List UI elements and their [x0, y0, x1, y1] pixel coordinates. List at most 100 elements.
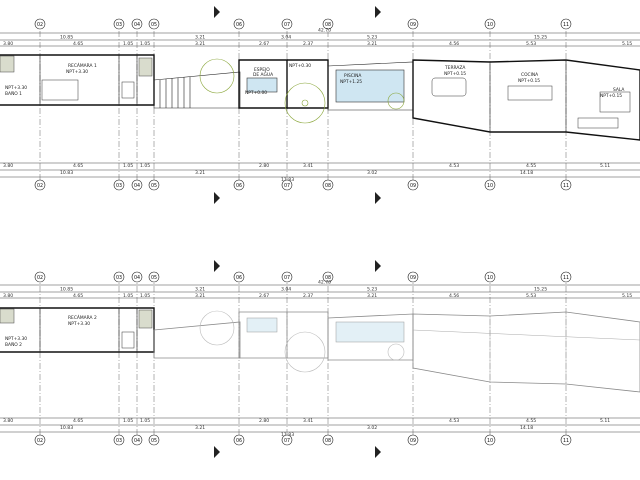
dimension-text: 4.53 — [449, 418, 459, 424]
dimension-text: 3.21 — [195, 287, 205, 293]
dimension-text: 10.85 — [60, 35, 73, 41]
level-label: NPT+0.00 — [245, 90, 267, 96]
dimension-text: 2.37 — [303, 293, 313, 299]
axis-label: 06 — [236, 22, 242, 28]
dining-table — [431, 77, 467, 97]
level-label: NPT+3.30 — [5, 336, 27, 342]
dimension-text: 3.04 — [281, 35, 291, 41]
room-label-bano: BAÑO 1 — [5, 90, 22, 97]
sofa — [577, 117, 619, 129]
section-marker-icon — [214, 446, 220, 458]
section-marker-icon — [375, 260, 381, 272]
dimension-text: 1.05 — [140, 163, 150, 169]
room-label-terraza: TERRAZA — [444, 65, 465, 71]
axis-label: 03 — [116, 183, 122, 189]
dimension-text: 5.23 — [367, 35, 377, 41]
axis-label: 08 — [325, 438, 331, 444]
axis-lines — [39, 275, 567, 440]
lower-floor-plan: 02 03 04 05 06 07 08 09 10 11 42.70 10.8… — [0, 260, 640, 458]
hatched-column — [138, 309, 153, 329]
level-label: NPT+0.30 — [289, 63, 311, 69]
hatched-column — [138, 57, 153, 77]
dimension-text: 5.23 — [367, 287, 377, 293]
dimension-text: 14.18 — [520, 170, 533, 176]
axis-label: 04 — [134, 183, 140, 189]
axis-label: 08 — [325, 275, 331, 281]
axis-bubbles-top: 02 03 04 05 06 07 08 09 10 11 — [34, 271, 572, 283]
room-label-bano: BAÑO 2 — [5, 341, 22, 348]
dimension-text: 3.21 — [195, 293, 205, 299]
dimension-text: 3.41 — [303, 163, 313, 169]
dimension-text: 3.21 — [195, 425, 205, 431]
dimension-text: 3.80 — [3, 418, 13, 424]
ghost-outline — [153, 310, 640, 393]
axis-label: 09 — [410, 438, 416, 444]
living-wing-walls — [412, 59, 640, 141]
dimension-text: 15.25 — [534, 287, 547, 293]
dimension-overall: 42.70 — [318, 28, 331, 34]
dimension-text: 4.56 — [449, 293, 459, 299]
dimension-text: 10.83 — [60, 425, 73, 431]
dimension-text: 4.65 — [73, 41, 83, 47]
axis-label: 10 — [487, 22, 493, 28]
dimension-text: 3.21 — [195, 170, 205, 176]
section-marker-icon — [375, 446, 381, 458]
dimension-text: 5.11 — [600, 163, 610, 169]
room-labels: RECÁMARA 2 NPT+3.30 NPT+3.30 BAÑO 2 — [5, 314, 97, 348]
axis-label: 04 — [134, 275, 140, 281]
level-label: NPT+0.15 — [600, 93, 622, 99]
level-label: NPT+0.15 — [444, 71, 466, 77]
upper-floor-plan: 02 03 04 05 06 07 08 09 10 11 42.70 10.8… — [0, 6, 640, 204]
dimension-text: 4.56 — [449, 41, 459, 47]
axis-label: 04 — [134, 438, 140, 444]
dimension-text: 2.67 — [259, 293, 269, 299]
axis-label: 05 — [151, 275, 157, 281]
axis-label: 06 — [236, 438, 242, 444]
dimension-lines-bottom: 3.80 4.65 1.05 1.05 3.21 2.80 3.41 3.02 … — [0, 417, 640, 438]
axis-label: 06 — [236, 183, 242, 189]
axis-label: 11 — [563, 275, 569, 281]
axis-label: 07 — [284, 183, 290, 189]
axis-label: 03 — [116, 275, 122, 281]
axis-label: 02 — [37, 438, 43, 444]
dimension-text: 10.83 — [60, 170, 73, 176]
dimension-text: 1.05 — [140, 293, 150, 299]
axis-label: 08 — [325, 183, 331, 189]
axis-label: 07 — [284, 22, 290, 28]
axis-bubbles-bottom: 02 03 04 05 06 07 08 09 10 11 — [34, 434, 572, 446]
axis-bubbles-bottom: 02 03 04 05 06 07 08 09 10 11 — [34, 179, 572, 191]
dimension-text: 1.05 — [123, 418, 133, 424]
dimension-text: 2.80 — [259, 418, 269, 424]
dimension-text: 2.37 — [303, 41, 313, 47]
dimension-text: 3.21 — [367, 293, 377, 299]
dimension-text: 3.21 — [367, 41, 377, 47]
section-marker-icon — [214, 260, 220, 272]
dimension-text: 3.02 — [367, 425, 377, 431]
dimension-text: 2.67 — [259, 41, 269, 47]
section-marker-icon — [375, 6, 381, 18]
axis-label: 04 — [134, 22, 140, 28]
axis-label: 11 — [563, 438, 569, 444]
axis-label: 06 — [236, 275, 242, 281]
level-label: NPT+0.15 — [518, 78, 540, 84]
kitchen-island — [507, 85, 553, 101]
axis-label: 02 — [37, 183, 43, 189]
axis-label: 02 — [37, 22, 43, 28]
sofa — [599, 91, 631, 113]
room-label-piscina: PISCINA — [344, 73, 361, 79]
section-marker-icon — [214, 6, 220, 18]
dimension-text: 4.55 — [526, 418, 536, 424]
dimension-text: 3.04 — [281, 287, 291, 293]
axis-label: 07 — [284, 438, 290, 444]
dimension-text: 1.05 — [140, 41, 150, 47]
dimension-text: 14.18 — [520, 425, 533, 431]
axis-label: 09 — [410, 183, 416, 189]
axis-label: 10 — [487, 438, 493, 444]
section-marker-icon — [375, 192, 381, 204]
axis-label: 05 — [151, 183, 157, 189]
dimension-text: 5.15 — [622, 41, 632, 47]
dimension-text: 3.80 — [3, 41, 13, 47]
dimension-text: 2.80 — [259, 163, 269, 169]
